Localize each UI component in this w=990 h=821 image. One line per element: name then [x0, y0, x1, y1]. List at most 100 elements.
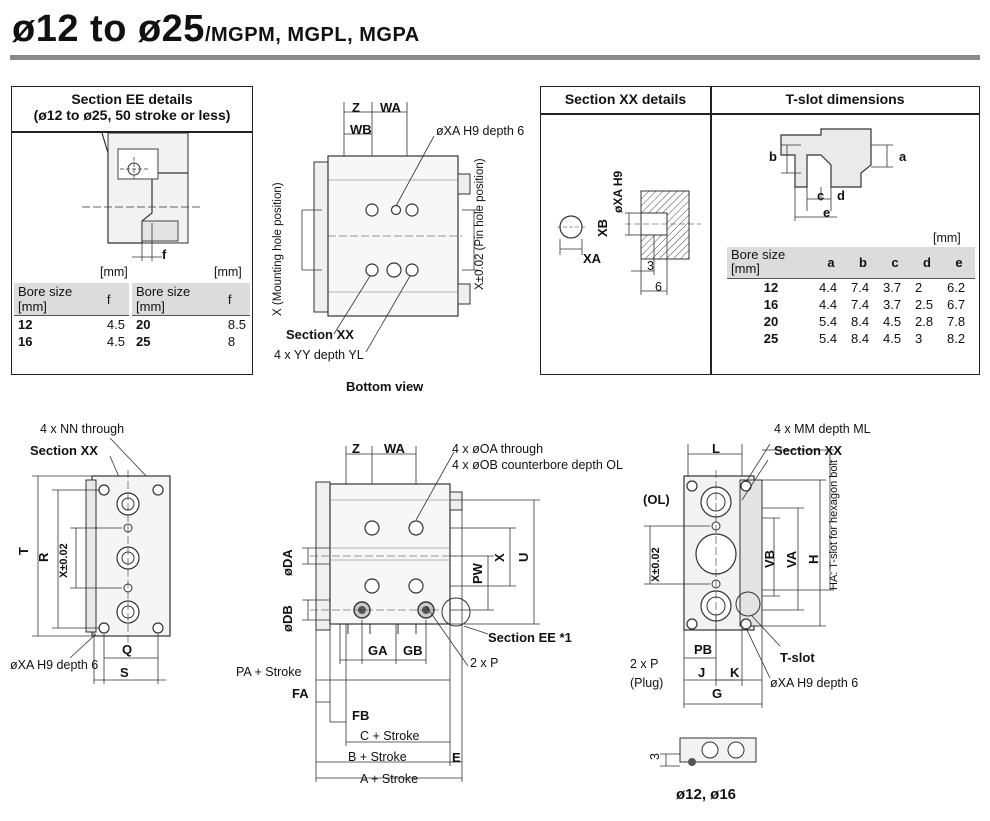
table-cell: 5.4 — [819, 330, 838, 346]
center-view-u: U — [516, 552, 531, 562]
table-cell: 4.5 — [106, 317, 125, 332]
center-view-da: øDA — [280, 549, 295, 576]
bottom-view-wb: WB — [350, 122, 372, 137]
table-cell: 20 — [763, 313, 779, 329]
section-ee-panel: Section EE details (ø12 to ø25, 50 strok… — [11, 86, 253, 375]
center-view-ob: 4 x øOB counterbore depth OL — [452, 458, 623, 472]
table-cell: 5.4 — [819, 313, 838, 329]
table-row: 16 4.4 7.4 3.7 2.5 6.7 — [727, 296, 975, 313]
table-cell: 25 — [136, 334, 151, 349]
tslot-label-a: a — [899, 149, 907, 164]
tslot-label-e: e — [823, 205, 831, 220]
center-view-fa: FA — [292, 686, 309, 701]
left-view-section-xx: Section XX — [30, 443, 98, 458]
right-view-dim3: 3 — [648, 753, 662, 760]
left-view-xa: øXA H9 depth 6 — [10, 658, 99, 672]
left-view-x: X±0.02 — [58, 543, 70, 578]
left-view-q: Q — [122, 642, 133, 657]
right-view-l: L — [712, 441, 720, 456]
table-cell: 8.5 — [227, 317, 246, 332]
center-view-drawing — [302, 446, 540, 782]
right-view-plug: (Plug) — [630, 676, 664, 690]
section-ee-unit-right: [mm] — [214, 265, 242, 279]
table-cell: 3.7 — [883, 279, 902, 295]
right-view-section-xx: Section XX — [774, 443, 842, 458]
table-header: f — [223, 283, 250, 316]
bottom-view-x-pin: X±0.02 (Pin hole position) — [474, 158, 486, 290]
right-view-p: 2 x P — [630, 657, 659, 671]
table-cell: 12 — [763, 279, 779, 295]
section-xx-xa-h9: øXA H9 — [611, 170, 625, 213]
center-view-gb: GB — [403, 643, 423, 658]
table-cell: 12 — [18, 317, 33, 332]
tslot-label-b: b — [769, 149, 777, 164]
tslot-label-d: d — [837, 188, 845, 203]
table-cell: 7.8 — [947, 313, 966, 329]
center-view-oa: 4 x øOA through — [452, 442, 544, 456]
table-cell: 6.2 — [947, 279, 966, 295]
section-ee-title-line2: (ø12 to ø25, 50 stroke or less) — [33, 107, 231, 123]
section-ee-unit-left: [mm] — [100, 265, 128, 279]
center-view-b: B + Stroke — [348, 750, 407, 764]
right-view-h: H — [806, 554, 821, 564]
section-xx-dim6: 6 — [655, 280, 662, 294]
table-cell: 6.7 — [947, 296, 966, 312]
section-ee-dim-f: f — [162, 247, 167, 262]
center-view-pw: PW — [470, 563, 485, 584]
table-header: b — [847, 247, 879, 279]
bottom-view-xa-callout: øXA H9 depth 6 — [436, 124, 525, 138]
right-view-x: X±0.02 — [650, 547, 662, 582]
section-xx-drawing — [557, 190, 701, 295]
right-view-k: K — [730, 665, 740, 680]
title-rule — [10, 55, 980, 60]
center-view-section-ee: Section EE *1 — [488, 630, 572, 645]
center-view-ga: GA — [368, 643, 388, 658]
section-ee-title: Section EE details (ø12 to ø25, 50 strok… — [12, 91, 252, 123]
right-view-mm: 4 x MM depth ML — [774, 422, 871, 436]
table-cell: 4.5 — [106, 334, 125, 349]
section-ee-title-line1: Section EE details — [71, 91, 193, 107]
center-view-p: 2 x P — [470, 656, 499, 670]
right-view-bore-note: ø12, ø16 — [676, 786, 737, 803]
bottom-view-x-mount: X (Mounting hole position) — [272, 182, 284, 316]
bottom-view-z: Z — [352, 100, 360, 115]
right-view-j: J — [698, 665, 706, 680]
center-view-db: øDB — [280, 605, 295, 632]
section-xx-xb: XB — [595, 218, 610, 237]
left-view-r: R — [36, 552, 51, 562]
right-view-xa: øXA H9 depth 6 — [770, 676, 859, 690]
right-view-va: VA — [784, 550, 799, 568]
tslot-table: Bore size [mm] a b c d e 12 4.4 7.4 3.7 … — [727, 247, 975, 347]
table-header: Bore size [mm] — [132, 283, 224, 316]
tslot-title: T-slot dimensions — [785, 91, 905, 107]
table-cell: 4.5 — [883, 330, 902, 346]
table-header: e — [943, 247, 975, 279]
table-header: f — [102, 283, 129, 316]
table-cell: 2.5 — [915, 296, 934, 312]
table-cell: 4.5 — [883, 313, 902, 329]
title-sub: /MGPM, MGPL, MGPA — [204, 24, 420, 46]
table-cell: 4.4 — [819, 279, 838, 295]
panel-head-rule — [541, 113, 979, 115]
table-row: 25 5.4 8.4 4.5 3 8.2 — [727, 330, 975, 347]
center-view-e: E — [452, 750, 461, 765]
right-view-drawing — [644, 443, 834, 767]
section-xx-tslot-panel: Section XX details T-slot dimensions øXA… — [540, 86, 980, 375]
table-cell: 2.8 — [915, 313, 934, 329]
left-view-nn: 4 x NN through — [40, 422, 125, 436]
right-view-vb: VB — [762, 549, 777, 568]
right-view-pb: PB — [694, 642, 713, 657]
right-view-g: G — [712, 686, 723, 701]
table-header: a — [815, 247, 847, 279]
center-view-wa: WA — [384, 441, 405, 456]
bottom-view-drawing — [301, 102, 478, 353]
table-cell: 16 — [18, 334, 33, 349]
section-xx-title: Section XX details — [564, 91, 687, 107]
table-cell: 8.2 — [947, 330, 966, 346]
center-view-fb: FB — [352, 708, 370, 723]
center-view-a: A + Stroke — [360, 772, 419, 786]
section-xx-xa: XA — [583, 251, 602, 266]
